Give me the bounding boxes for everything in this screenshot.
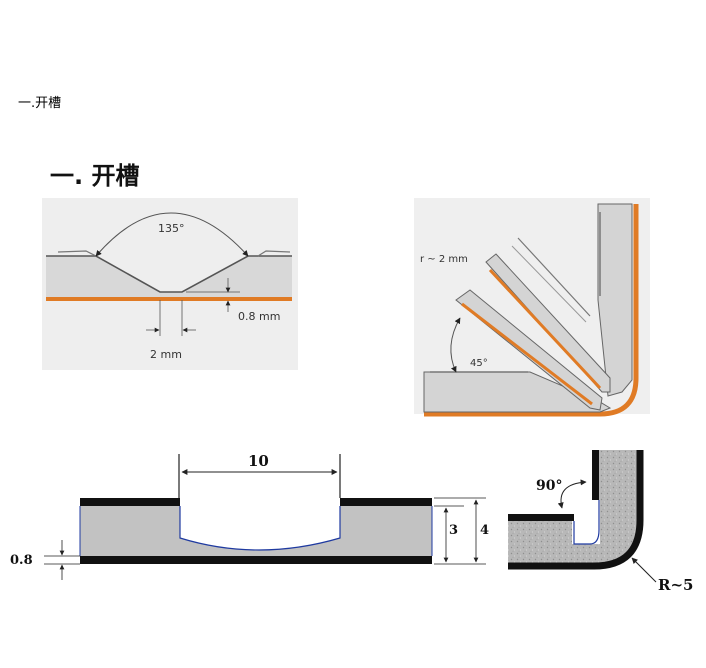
- section-heading: 一. 开槽: [50, 162, 140, 190]
- corner-radius-label: r ~ 2 mm: [420, 254, 468, 265]
- v-groove-depth-label: 0.8 mm: [238, 310, 280, 323]
- fig-v-groove: 135° 0.8 mm 2 mm: [42, 198, 298, 370]
- flat-groove-depth-4-label: 4: [480, 523, 489, 538]
- fig-flat-groove: 10 3 4 0.8: [10, 452, 489, 580]
- flat-groove-thickness-label: 0.8: [10, 553, 33, 568]
- v-groove-angle-label: 135°: [158, 222, 185, 235]
- fig-folded-corner: 45° r ~ 2 mm: [414, 198, 650, 417]
- flat-groove-width-label: 10: [248, 452, 269, 470]
- flat-groove-depth-3-label: 3: [449, 523, 458, 538]
- bent-corner-radius-label: R~5: [658, 576, 693, 594]
- bent-corner-angle-label: 90°: [536, 478, 562, 494]
- page-caption: 一.开槽: [18, 96, 62, 111]
- corner-angle-label: 45°: [470, 358, 488, 369]
- v-groove-width-label: 2 mm: [150, 348, 182, 361]
- fig-bent-corner: 90° R~5: [508, 450, 693, 594]
